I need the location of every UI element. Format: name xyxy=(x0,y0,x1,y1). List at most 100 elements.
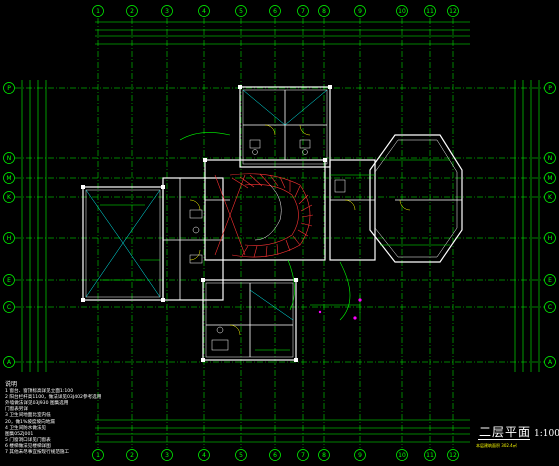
axis-label: 7 xyxy=(301,452,305,459)
door-swings xyxy=(189,124,411,336)
axis-bubble-bottom: 1 xyxy=(92,449,104,461)
north-block-slope-lines xyxy=(242,89,328,321)
axis-label: 7 xyxy=(301,8,305,15)
right-dimension-band xyxy=(514,80,540,372)
stair xyxy=(214,173,314,258)
axis-bubble-left: E xyxy=(3,274,15,286)
axis-bubble-bottom: 11 xyxy=(424,449,436,461)
axis-bubble-bottom: 12 xyxy=(447,449,459,461)
axis-bubble-left: K xyxy=(3,191,15,203)
axis-bubble-top: 8 xyxy=(318,5,330,17)
axis-bubble-right: K xyxy=(544,191,556,203)
balcony-arcs xyxy=(179,132,351,321)
axis-label: 10 xyxy=(398,452,406,459)
axis-bubble-top: 7 xyxy=(297,5,309,17)
axis-bubble-bottom: 7 xyxy=(297,449,309,461)
axis-label: H xyxy=(548,235,553,242)
axis-bubble-top: 2 xyxy=(126,5,138,17)
axis-label: H xyxy=(7,235,12,242)
axis-label: 11 xyxy=(426,8,434,15)
axis-bubble-bottom: 10 xyxy=(396,449,408,461)
axis-label: 8 xyxy=(322,452,326,459)
axis-bubble-right: P xyxy=(544,82,556,94)
axis-label: N xyxy=(7,155,12,162)
axis-label: C xyxy=(548,304,552,311)
axis-label: 4 xyxy=(202,452,206,459)
column-markers xyxy=(318,298,362,320)
axis-bubble-top: 1 xyxy=(92,5,104,17)
axis-bubble-left: H xyxy=(3,232,15,244)
axis-bubble-top: 9 xyxy=(354,5,366,17)
axis-bubble-bottom: 3 xyxy=(161,449,173,461)
axis-label: M xyxy=(6,175,11,182)
note-line: 2 阳台栏杆高1100，做法详见03J402参考选用 xyxy=(5,395,102,401)
drawing-scale: 1:100 xyxy=(534,429,559,439)
axis-label: 3 xyxy=(165,452,169,459)
axis-bubble-bottom: 6 xyxy=(269,449,281,461)
axis-label: K xyxy=(548,194,553,201)
axis-bubble-right: M xyxy=(544,172,556,184)
axis-label: M xyxy=(547,175,552,182)
left-dimension-band xyxy=(21,80,47,372)
title-underline xyxy=(478,439,530,440)
axis-label: P xyxy=(7,85,11,92)
drawing-title-block: 二层平面 1:100 本层建筑面积 302.4㎡ xyxy=(474,423,559,459)
axis-bubble-bottom: 9 xyxy=(354,449,366,461)
notes-title: 说明 xyxy=(5,381,18,388)
axis-bubble-right: C xyxy=(544,301,556,313)
note-line: 图集05ZJ001 xyxy=(5,431,34,437)
axis-bubble-top: 11 xyxy=(424,5,436,17)
axis-bubble-top: 6 xyxy=(269,5,281,17)
axis-bubble-top: 4 xyxy=(198,5,210,17)
axis-label: A xyxy=(7,359,12,366)
axis-bubble-left: A xyxy=(3,356,15,368)
axis-label: 11 xyxy=(426,452,434,459)
stair-rail xyxy=(254,184,282,241)
axis-label: 1 xyxy=(96,452,100,459)
axis-label: 10 xyxy=(398,8,406,15)
axis-label: 9 xyxy=(358,452,362,459)
note-line: 20，做1%坡度坡向地漏 xyxy=(5,419,55,425)
drawing-subtitle: 本层建筑面积 302.4㎡ xyxy=(476,443,517,448)
axis-bubble-bottom: 8 xyxy=(318,449,330,461)
axis-bubble-left: P xyxy=(3,82,15,94)
axis-bubble-bottom: 2 xyxy=(126,449,138,461)
axis-bubble-bottom: 5 xyxy=(235,449,247,461)
building-outline xyxy=(82,86,463,361)
axis-bubble-right: A xyxy=(544,356,556,368)
axis-bubble-top: 12 xyxy=(447,5,459,17)
axis-label: A xyxy=(548,359,553,366)
note-line: 5 门窗洞口详见门窗表 xyxy=(5,437,51,443)
axis-label: C xyxy=(7,304,11,311)
axis-label: 8 xyxy=(322,8,326,15)
note-line: 7 其他未尽事宜按现行规范施工 xyxy=(5,450,70,456)
note-line: 4 卫生间防水做法见 xyxy=(5,425,47,431)
axis-bubble-left: C xyxy=(3,301,15,313)
axis-label: E xyxy=(548,277,552,284)
bottom-dimension-band xyxy=(95,419,470,443)
axis-label: 6 xyxy=(273,8,277,15)
vertical-axis-lines xyxy=(97,18,454,448)
top-dimension-band xyxy=(95,21,470,45)
axis-bubble-right: H xyxy=(544,232,556,244)
sanitary-fixtures xyxy=(189,139,346,351)
axis-label: N xyxy=(548,155,553,162)
axis-bubble-top: 10 xyxy=(396,5,408,17)
axis-label: K xyxy=(7,194,12,201)
axis-label: 6 xyxy=(273,452,277,459)
note-line: 3 卫生间地面比室内低 xyxy=(5,413,51,419)
note-line: 外墙做法详见03J930 图集选用 xyxy=(5,401,69,407)
axis-bubble-top: 5 xyxy=(235,5,247,17)
axis-bubble-bottom: 4 xyxy=(198,449,210,461)
note-line: 6 楼梯做法见楼梯详图 xyxy=(5,443,51,449)
axis-bubble-right: E xyxy=(544,274,556,286)
left-wing-slope-lines xyxy=(85,189,161,298)
axis-label: 5 xyxy=(239,8,243,15)
axis-label: 3 xyxy=(165,8,169,15)
axis-label: 9 xyxy=(358,8,362,15)
drawing-title: 二层平面 xyxy=(479,425,532,439)
axis-label: 2 xyxy=(130,452,134,459)
structural-columns xyxy=(81,85,332,362)
